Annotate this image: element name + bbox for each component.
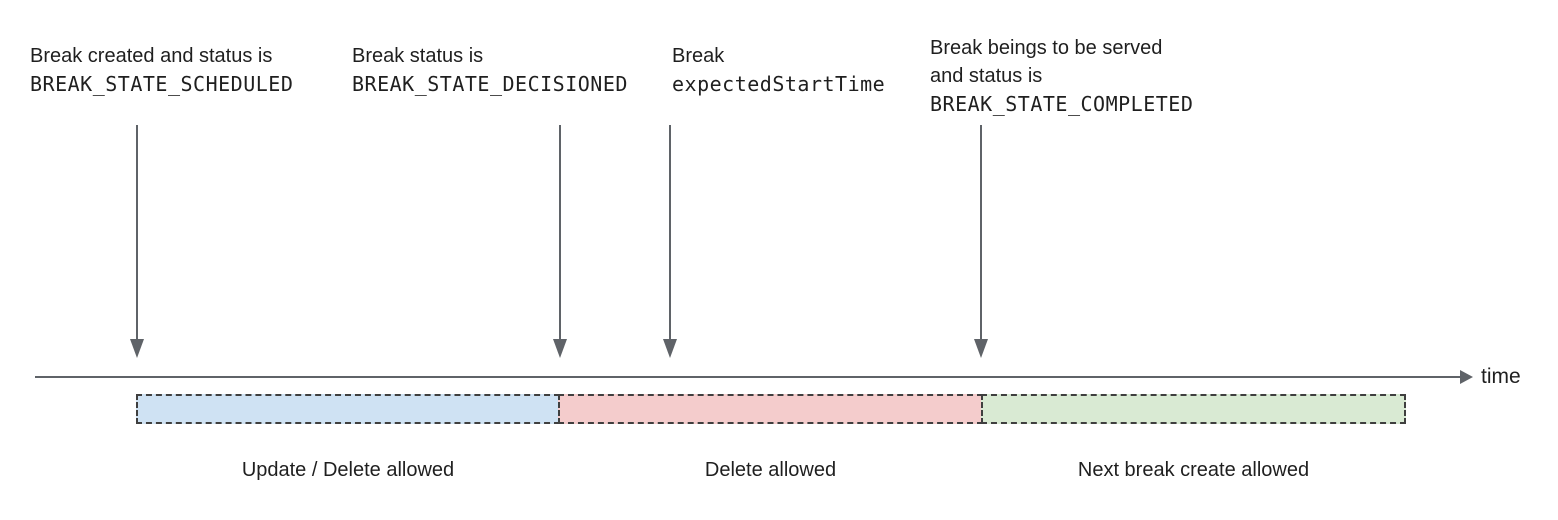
segment-update-delete-allowed (136, 394, 560, 424)
annotation-text: Break status is (352, 45, 484, 67)
annotation-code-expected-start-time: expectedStartTime (672, 72, 886, 96)
annotation-expected-start-time: Break expectedStartTime (672, 42, 885, 98)
annotation-text: Break beings to be served (930, 37, 1163, 59)
time-axis (35, 370, 1473, 384)
annotation-text: and status is (930, 65, 1043, 87)
arrow-right-icon (1460, 370, 1473, 384)
event-arrow-expected-start-time (663, 125, 677, 358)
event-arrow-break-decisioned (553, 125, 567, 358)
annotation-break-created: Break created and status is BREAK_STATE_… (30, 42, 293, 98)
segment-label-next-break-create: Next break create allowed (1077, 459, 1310, 481)
segment-label-delete: Delete allowed (704, 459, 837, 481)
annotation-code-decisioned: BREAK_STATE_DECISIONED (352, 72, 628, 96)
annotation-break-completed: Break beings to be served and status is … (930, 34, 1193, 118)
annotation-text: Break (672, 45, 725, 67)
segment-delete-allowed (558, 394, 983, 424)
annotation-code-completed: BREAK_STATE_COMPLETED (930, 92, 1194, 116)
annotation-text: Break created and status is (30, 45, 273, 67)
segment-label-update-delete: Update / Delete allowed (241, 459, 455, 481)
annotation-break-decisioned: Break status is BREAK_STATE_DECISIONED (352, 42, 628, 98)
event-arrow-break-completed (974, 125, 988, 358)
time-axis-label: time (1481, 365, 1521, 388)
segment-next-break-create-allowed (981, 394, 1406, 424)
event-arrow-break-created (130, 125, 144, 358)
annotation-code-scheduled: BREAK_STATE_SCHEDULED (30, 72, 294, 96)
